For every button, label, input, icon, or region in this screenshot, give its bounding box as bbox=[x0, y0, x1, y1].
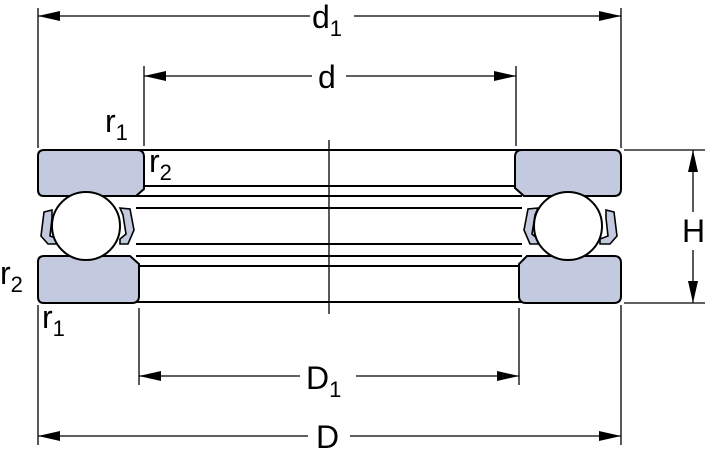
label-D: D bbox=[316, 419, 339, 450]
label-d1: d1 bbox=[312, 0, 342, 41]
ring-top-right bbox=[514, 149, 622, 197]
cage-left-inner bbox=[118, 207, 135, 245]
label-r1-top: r1 bbox=[105, 103, 128, 145]
ball-right bbox=[533, 191, 603, 261]
ring-bottom-right bbox=[518, 255, 622, 304]
label-D1: D1 bbox=[306, 360, 341, 402]
label-d: d bbox=[318, 59, 336, 95]
cage-right-inner bbox=[599, 208, 618, 245]
dimension-lines bbox=[37, 8, 705, 445]
label-H: H bbox=[682, 213, 705, 249]
label-r1-bottom: r1 bbox=[42, 299, 65, 341]
label-r2-top: r2 bbox=[149, 143, 172, 185]
ring-top-left bbox=[37, 149, 145, 197]
label-r2-left: r2 bbox=[0, 255, 23, 297]
ring-bottom-left bbox=[37, 255, 140, 304]
bearing-section bbox=[37, 149, 622, 304]
ball-left bbox=[51, 191, 121, 261]
